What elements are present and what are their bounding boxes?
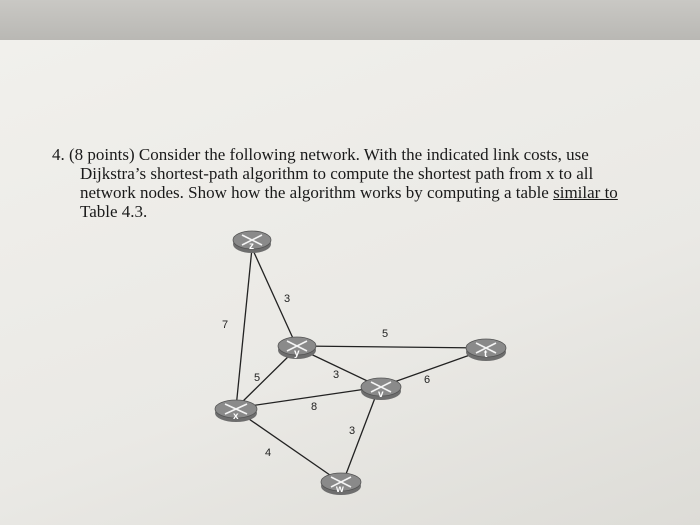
question-number: 4. bbox=[52, 145, 65, 164]
router-t-icon: t bbox=[465, 338, 507, 361]
question-text: 4. (8 points) Consider the following net… bbox=[52, 145, 652, 221]
cost-label-v-w: 3 bbox=[349, 425, 355, 437]
link-v-w bbox=[342, 389, 379, 483]
question-line-4: Table 4.3. bbox=[80, 202, 148, 221]
cost-label-z-x: 7 bbox=[222, 319, 228, 331]
question-points: (8 points) bbox=[69, 145, 135, 164]
router-x-icon: x bbox=[214, 399, 258, 422]
cost-label-y-v: 3 bbox=[333, 369, 339, 381]
node-label-t: t bbox=[484, 349, 488, 360]
cost-label-x-y: 5 bbox=[254, 372, 260, 384]
node-label-y: y bbox=[294, 348, 300, 359]
node-label-w: w bbox=[335, 484, 344, 495]
background-band bbox=[0, 0, 700, 40]
cost-label-v-t: 6 bbox=[424, 374, 430, 386]
link-y-t bbox=[297, 345, 487, 349]
node-label-z: z bbox=[249, 241, 254, 252]
link-x-y bbox=[235, 347, 298, 409]
node-label-x: x bbox=[233, 411, 239, 422]
paper-sheet bbox=[0, 40, 700, 525]
cost-label-y-t: 5 bbox=[382, 328, 388, 340]
link-v-t bbox=[379, 349, 485, 388]
link-x-w bbox=[235, 409, 341, 483]
router-v-icon: v bbox=[360, 377, 402, 400]
router-w-icon: w bbox=[320, 472, 362, 495]
question-line-1: 4. (8 points) Consider the following net… bbox=[52, 145, 589, 164]
link-x-v bbox=[235, 386, 381, 409]
link-z-x bbox=[235, 247, 253, 409]
router-z-icon: z bbox=[232, 230, 272, 253]
link-z-y bbox=[251, 247, 297, 346]
question-line-2: Dijkstra’s shortest-path algorithm to co… bbox=[80, 164, 594, 183]
cost-label-z-y: 3 bbox=[284, 293, 290, 305]
router-y-icon: y bbox=[277, 336, 317, 359]
question-line-3: network nodes. Show how the algorithm wo… bbox=[80, 183, 618, 202]
cost-label-x-w: 4 bbox=[265, 447, 271, 459]
cost-label-x-v: 8 bbox=[311, 401, 317, 413]
node-label-v: v bbox=[378, 389, 384, 400]
